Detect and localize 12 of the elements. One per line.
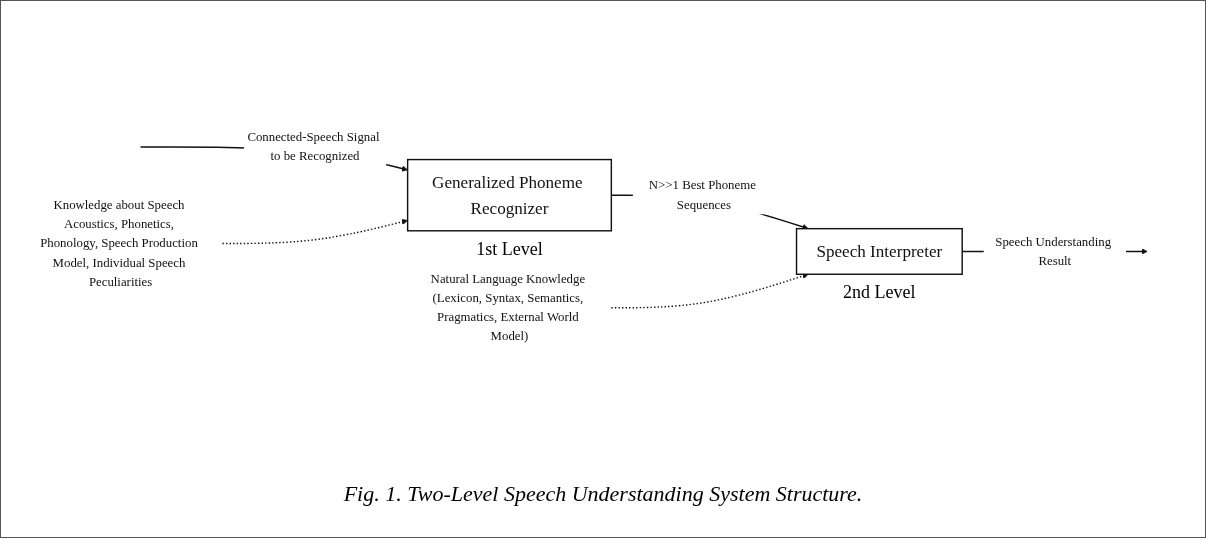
figure-caption: Fig. 1. Two-Level Speech Understanding System Structure.	[343, 481, 863, 507]
edge-label: Connected-Speech Signal to be Recognized	[247, 129, 380, 164]
level-label: 2nd Level	[843, 282, 916, 304]
node-box: Generalized Phoneme Recognizer	[406, 158, 613, 232]
arrow	[610, 273, 809, 309]
edge-label: Speech Understanding Result	[995, 234, 1112, 268]
arrow	[221, 218, 408, 245]
edge-label: N>>1 Best Phoneme Sequences	[648, 178, 756, 212]
node-text: Knowledge about Speech Acoustics, Phonetics, Phonology, Speech Production Model, Individual Speech Peculiarities	[40, 197, 198, 289]
node-box: Speech Interpreter	[795, 228, 963, 275]
node-text: Natural Language Knowledge (Lexicon, Syntax, Semantics, Pragmatics, External World Model)	[430, 271, 586, 344]
level-label: 1st Level	[476, 238, 543, 260]
